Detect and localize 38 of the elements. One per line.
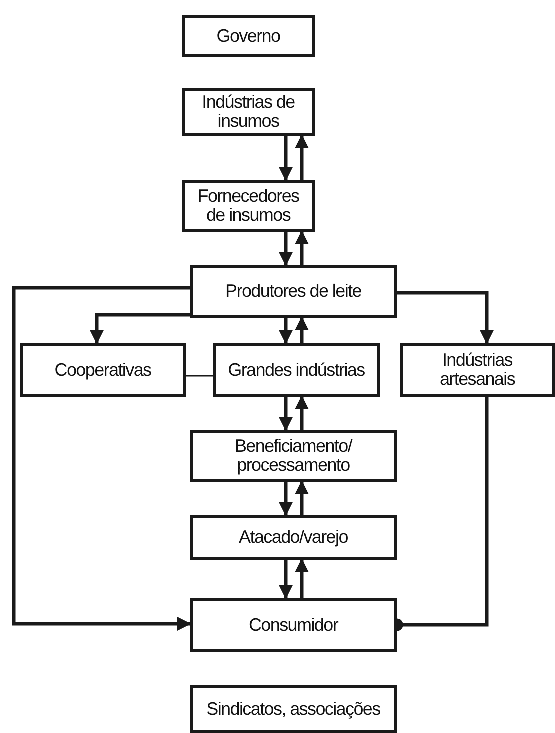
arrow (295, 316, 309, 343)
box-label: Indústrias artesanais (438, 351, 516, 389)
arrow (279, 560, 293, 600)
process-box (190, 515, 397, 560)
arrow (295, 396, 309, 430)
arrow (295, 134, 309, 180)
arrow (279, 397, 293, 432)
process-box (182, 180, 315, 232)
process-box (190, 598, 397, 652)
box-label: Indústrias de insumos (201, 93, 296, 131)
arrow (12, 286, 192, 631)
process-box (400, 343, 555, 397)
box-label: Consumidor (248, 616, 340, 634)
box-label: Governo (216, 26, 282, 46)
box-label: Grandes indústrias (227, 360, 366, 380)
arrow (397, 291, 494, 344)
arrow (279, 482, 293, 516)
arrow (279, 318, 293, 344)
arrow (279, 136, 293, 182)
box-label: Atacado/varejo (238, 528, 349, 547)
arrow (90, 313, 190, 344)
box-label: Fornecedores de insumos (196, 187, 300, 225)
process-box (190, 430, 397, 482)
process-box (182, 15, 315, 57)
arrow (295, 480, 309, 515)
process-box (213, 343, 380, 397)
arrow (295, 558, 309, 598)
process-box (182, 88, 315, 136)
box-label: Cooperativas (54, 360, 152, 380)
arrow (295, 230, 309, 265)
connector-line (186, 375, 213, 377)
process-box (20, 343, 186, 397)
process-box (190, 265, 397, 318)
process-box (190, 685, 397, 733)
box-label: Produtores de leite (224, 282, 362, 301)
box-label: Beneficiamento/ processamento (234, 437, 354, 475)
arrow (279, 232, 293, 266)
box-label: Sindicatos, associações (206, 700, 382, 718)
